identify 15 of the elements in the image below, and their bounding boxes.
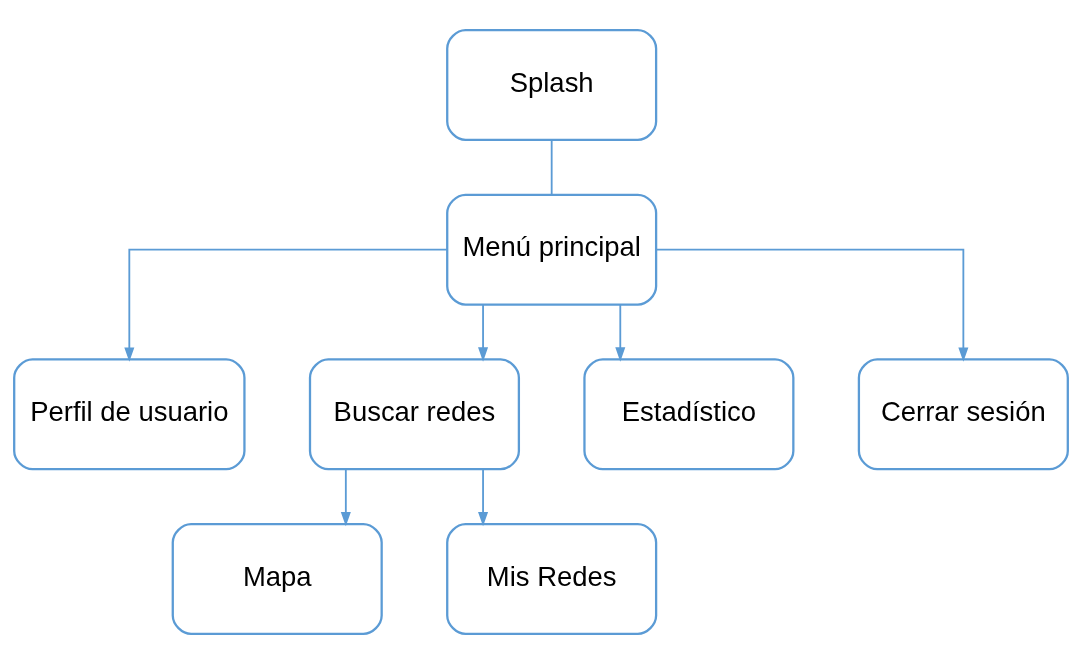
node-box: Buscar redes (308, 357, 521, 470)
arrow (655, 248, 969, 362)
node-box: Cerrar sesión (857, 357, 1069, 470)
node-box: Menú principal (446, 193, 658, 306)
arrow (340, 468, 351, 526)
arrow (478, 468, 489, 526)
arrow (615, 303, 626, 362)
arrow (478, 303, 489, 362)
node-box: Perfil de usuario (13, 357, 246, 470)
connector (550, 138, 553, 195)
node-box: Mis Redes (446, 522, 658, 635)
node-box: Splash (446, 28, 658, 141)
arrow (124, 248, 448, 362)
node-box: Mapa (171, 522, 383, 635)
node-box: Estadístico (583, 357, 795, 470)
